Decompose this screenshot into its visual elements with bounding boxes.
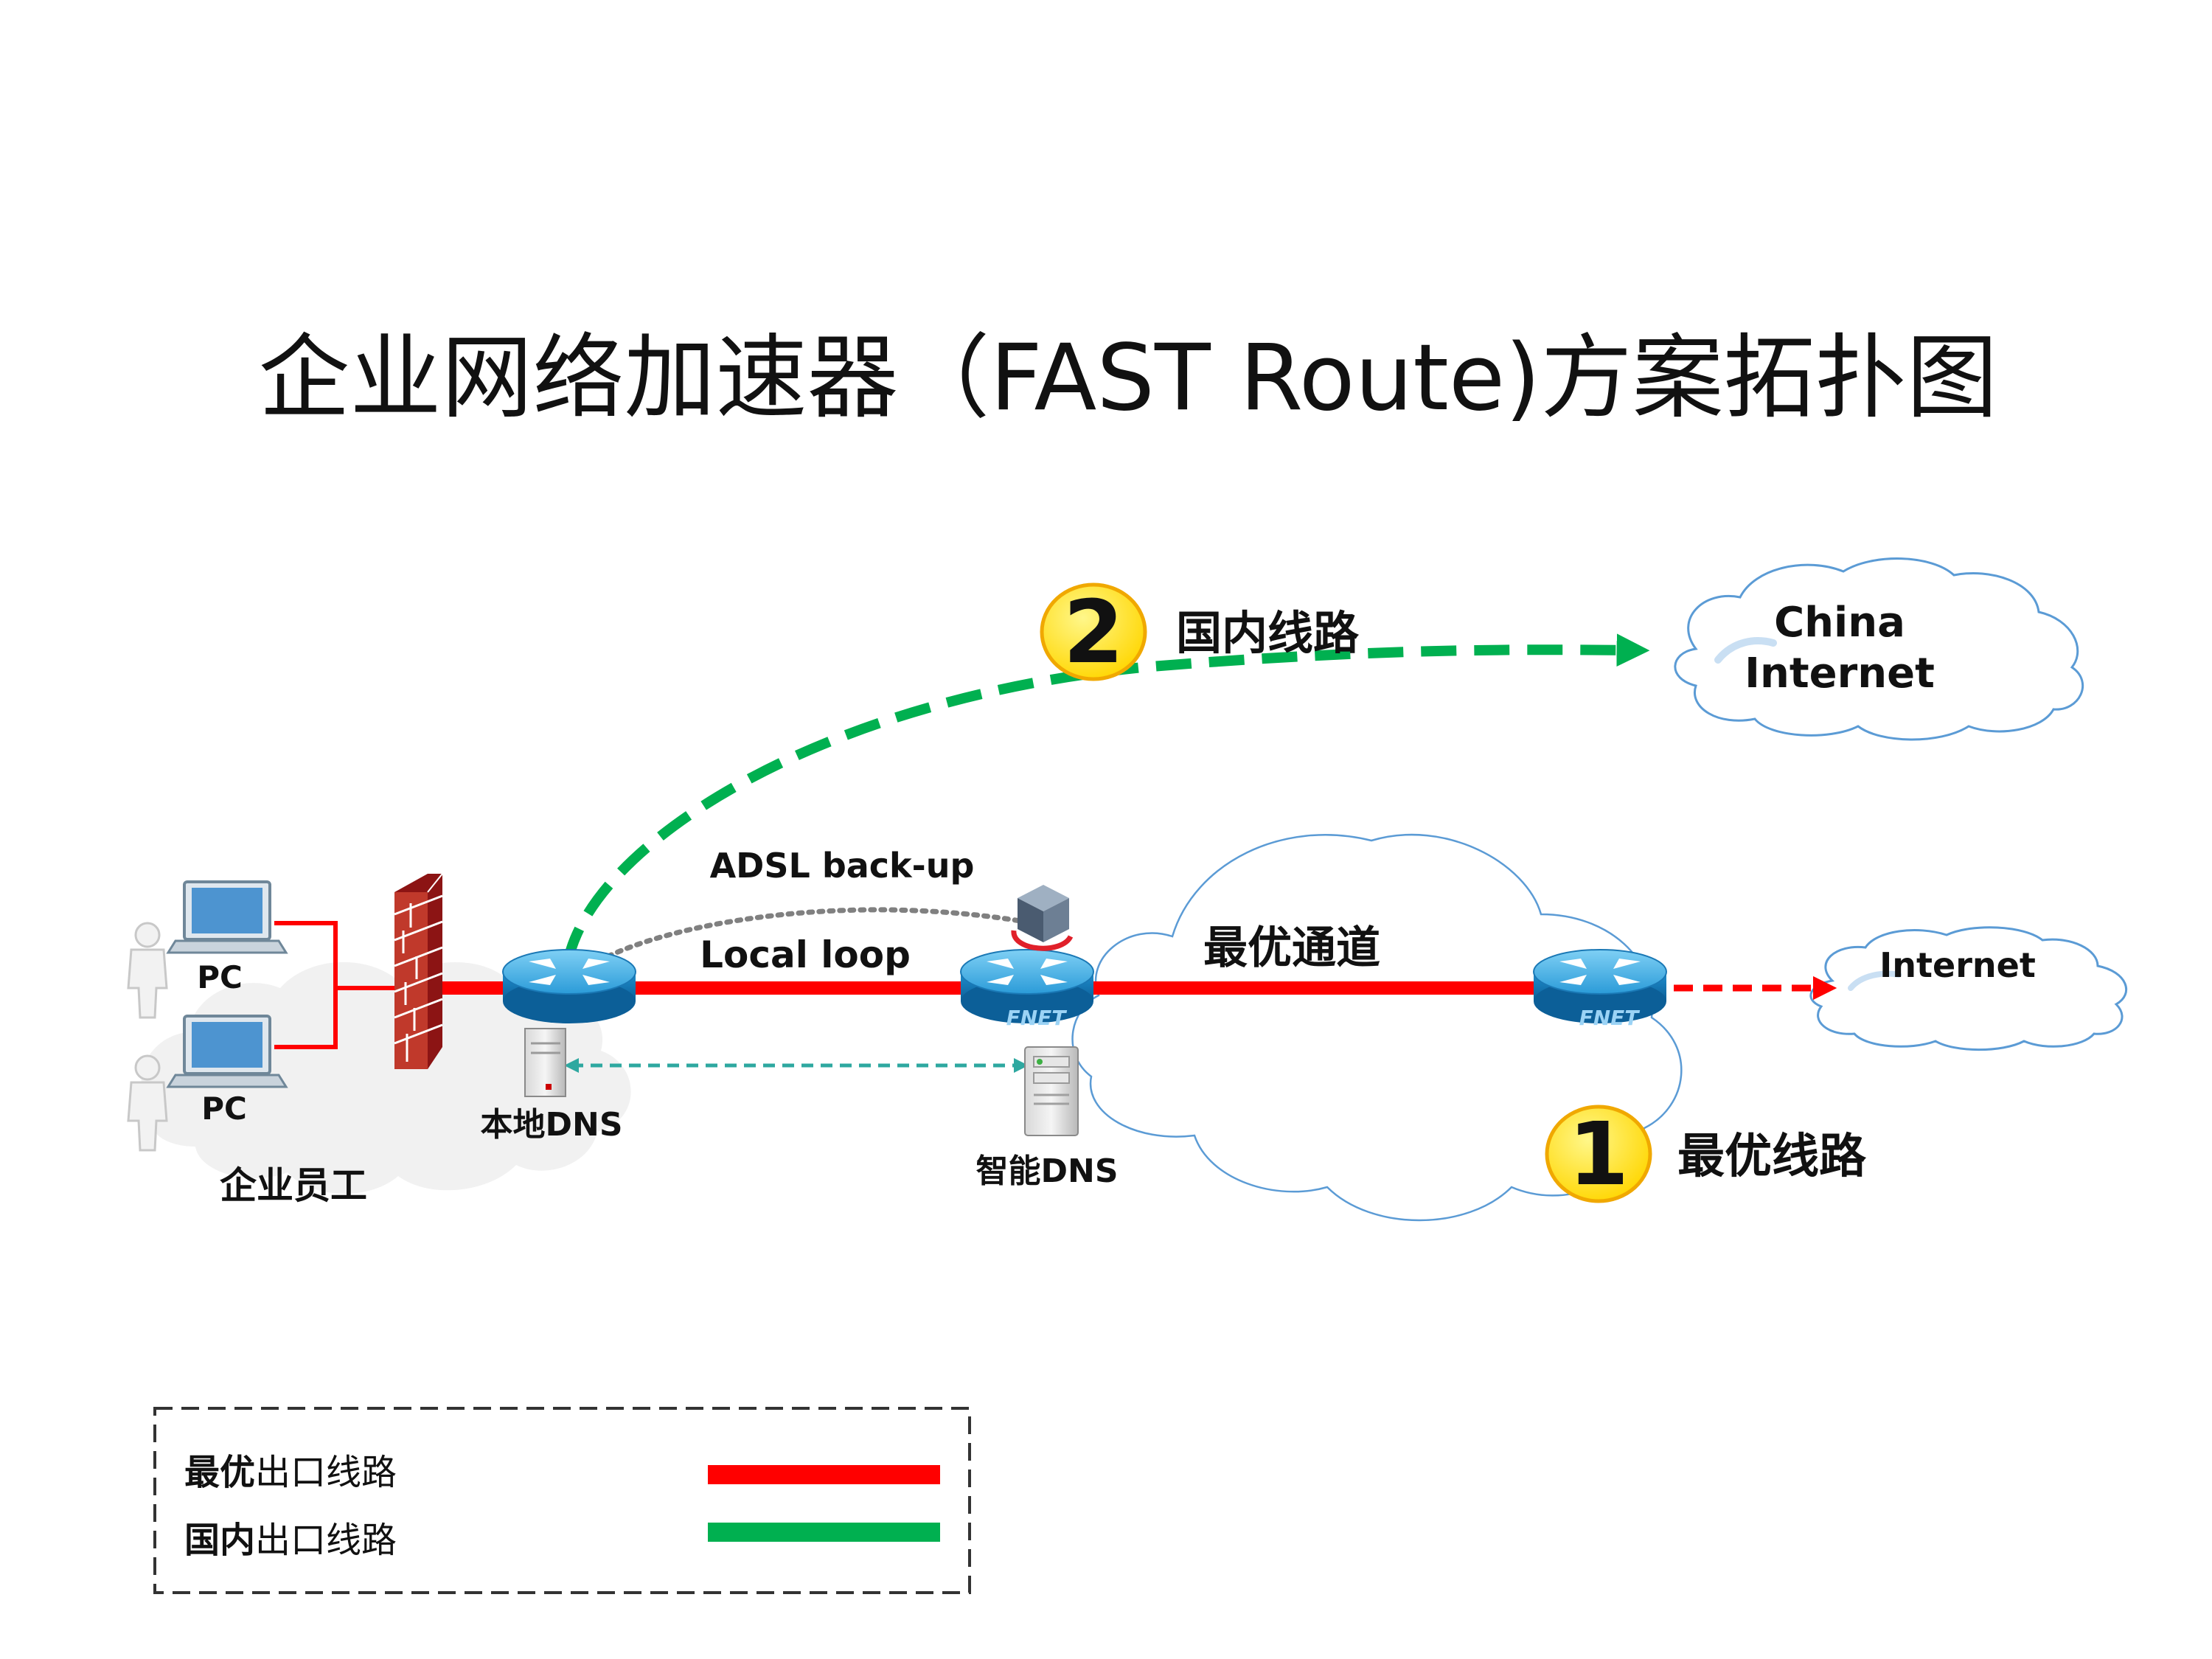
route-1-badge: 1 [1545, 1103, 1652, 1205]
optimal-route-label: 最优线路 [1677, 1130, 1867, 1184]
internet-label: Internet [1879, 945, 2036, 985]
china-internet-label-line1: China [1774, 599, 1905, 647]
local-loop-label: Local loop [700, 933, 911, 976]
legend-domestic-label: 国内出口线路 [184, 1520, 397, 1561]
smart-dns-server-icon [1024, 1046, 1079, 1136]
local-dns-label: 本地DNS [480, 1106, 622, 1144]
legend-optimal-bold: 最优 [184, 1452, 255, 1493]
legend-domestic-bold: 国内 [184, 1520, 255, 1561]
user-top-icon [127, 922, 168, 1019]
optimal-channel-label: 最优通道 [1203, 922, 1380, 974]
china-internet-label-line2: Internet [1745, 650, 1935, 698]
legend-optimal-label: 最优出口线路 [184, 1452, 397, 1493]
laptop-bottom-icon [167, 1015, 288, 1088]
firewall-icon [394, 873, 443, 1069]
legend: 最优出口线路 国内出口线路 [153, 1407, 971, 1594]
domestic-route-label: 国内线路 [1176, 606, 1360, 660]
lan-links [274, 921, 394, 1049]
smart-dns-label: 智能DNS [975, 1152, 1118, 1190]
legend-domestic-rest: 出口线路 [255, 1520, 397, 1561]
page-title: 企业网络加速器（FAST Route)方案拓扑图 [259, 325, 1998, 431]
pc-top-label: PC [197, 959, 243, 995]
pc-bottom-label: PC [201, 1091, 247, 1127]
adsl-backup-label: ADSL back-up [710, 846, 975, 886]
route-2-badge: 2 [1040, 581, 1147, 683]
route-2-number: 2 [1063, 581, 1124, 683]
adsl-modem-icon [1011, 885, 1074, 951]
legend-optimal-rest: 出口线路 [255, 1452, 397, 1493]
employees-label: 企业员工 [220, 1164, 367, 1207]
route-1-number: 1 [1568, 1103, 1629, 1205]
local-router-icon [502, 949, 636, 1024]
local-dns-server-icon [524, 1028, 566, 1097]
internet-cloud [1809, 926, 2128, 1051]
adsl-backup-line [587, 907, 1028, 969]
operator-cloud [1071, 833, 1683, 1222]
edge-router-logo: FNET [1579, 1006, 1641, 1030]
isp-router-logo: FNET [1006, 1006, 1068, 1030]
china-internet-cloud [1674, 557, 2084, 741]
laptop-top-icon [167, 880, 288, 954]
